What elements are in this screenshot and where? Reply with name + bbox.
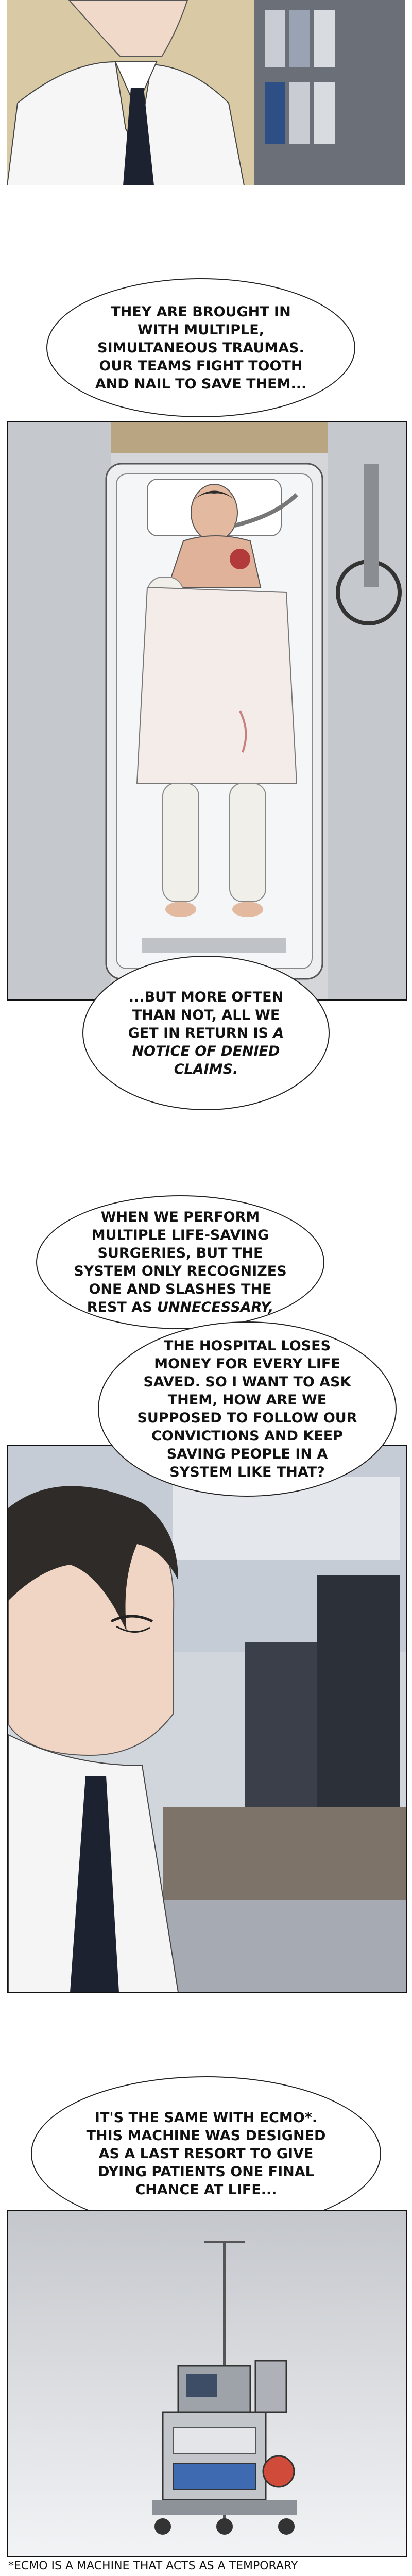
- bubble-2-emphasis: a notice of denied claims.: [132, 1025, 284, 1077]
- bubble-5-text: It's the same with ECMO*. This machine w…: [86, 2109, 326, 2198]
- bubble-2-text: ...But more often than not, all we get i…: [118, 988, 294, 1078]
- doctor-top-illustration: [7, 0, 405, 185]
- footnote-text: *ECMO IS A MACHINE THAT ACTS AS A TEMPOR…: [8, 2560, 298, 2572]
- speech-bubble-2: ...But more often than not, all we get i…: [82, 956, 330, 1110]
- speech-bubble-3: When we perform multiple life-saving sur…: [36, 1195, 324, 1329]
- panel-patient-stretcher: [7, 421, 407, 1001]
- speech-bubble-4: The hospital loses money for every life …: [98, 1321, 397, 1497]
- bubble-3-text: When we perform multiple life-saving sur…: [67, 1208, 294, 1316]
- panel-doctor-side: [7, 1445, 407, 1993]
- ecmo-machine-illustration: [8, 2211, 406, 2556]
- bubble-4-text: The hospital loses money for every life …: [137, 1338, 357, 1480]
- bubble-3-line1: When we perform multiple life-saving sur…: [74, 1209, 287, 1315]
- bubble-1-text: They are brought in with multiple, simul…: [95, 303, 307, 392]
- speech-bubble-5: It's the same with ECMO*. This machine w…: [31, 2076, 381, 2231]
- bubble-2-line1: ...But more often than not, all we get i…: [128, 989, 284, 1041]
- patient-illustration: [8, 422, 406, 999]
- panel-doctor-top: [7, 0, 405, 185]
- panel-ecmo: [7, 2210, 407, 2557]
- bubble-3-emphasis: unnecessary,: [157, 1299, 274, 1315]
- speech-bubble-1: They are brought in with multiple, simul…: [46, 278, 355, 417]
- doctor-side-illustration: [8, 1446, 406, 1992]
